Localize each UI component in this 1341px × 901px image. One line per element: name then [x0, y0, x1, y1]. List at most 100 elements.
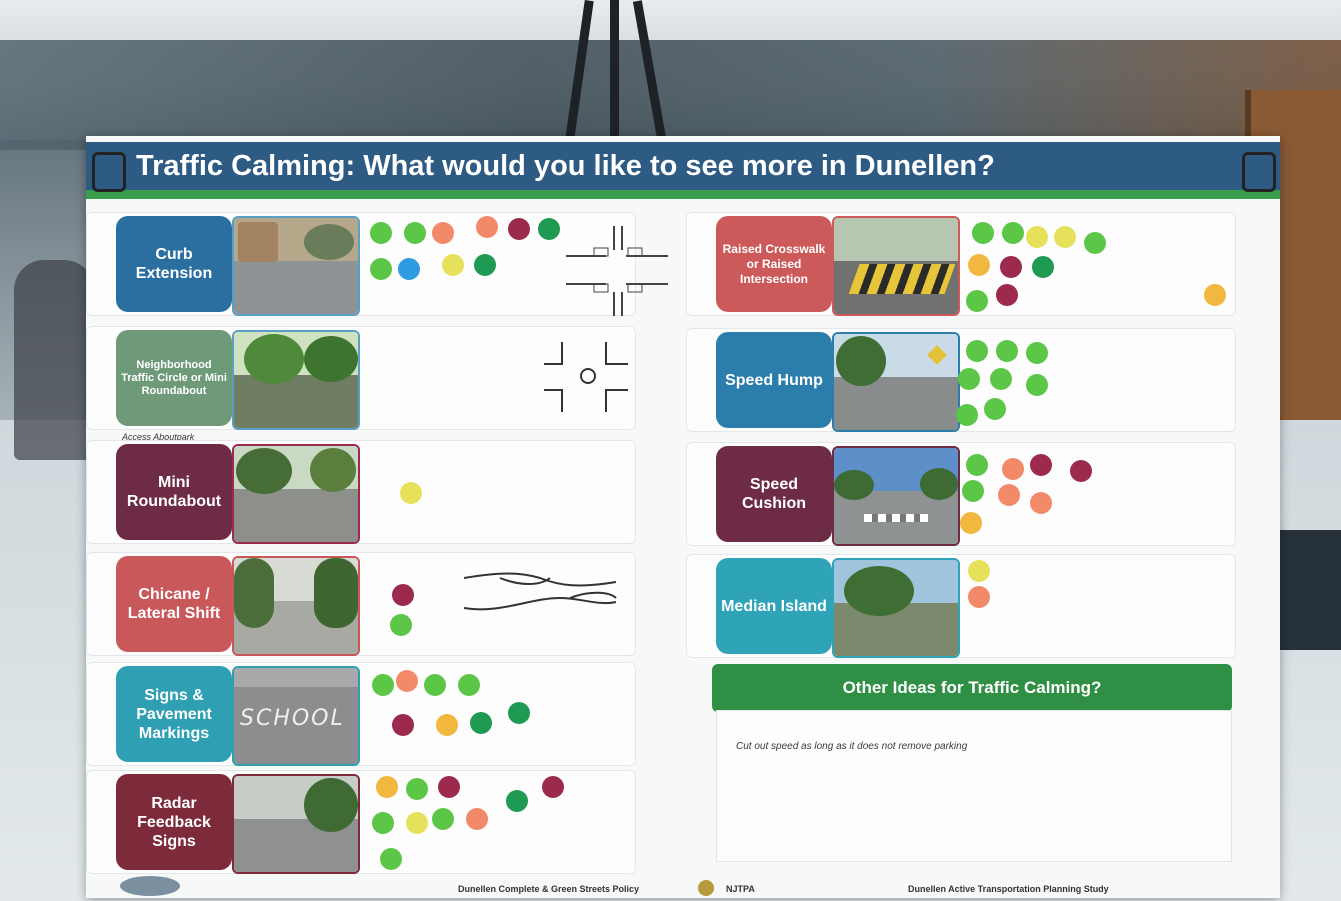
option-photo	[832, 332, 960, 432]
vote-sticker-dot	[406, 812, 428, 834]
vote-sticker-dot	[1026, 226, 1048, 248]
gold-seal-icon	[698, 880, 714, 896]
poster-board: Traffic Calming: What would you like to …	[86, 136, 1280, 898]
vote-sticker-dot	[392, 584, 414, 606]
vote-sticker-dot	[966, 340, 988, 362]
footer-study-text: Dunellen Active Transportation Planning …	[908, 884, 1109, 894]
roundabout-sketch	[544, 342, 628, 412]
option-label: Median Island	[716, 558, 832, 654]
vote-sticker-dot	[1204, 284, 1226, 306]
other-ideas-writing-area	[716, 710, 1232, 862]
vote-sticker-dot	[1030, 492, 1052, 514]
vote-sticker-dot	[996, 340, 1018, 362]
option-photo	[832, 558, 960, 658]
vote-sticker-dot	[1032, 256, 1054, 278]
person-silhouette	[14, 260, 94, 460]
vote-sticker-dot	[400, 482, 422, 504]
vote-sticker-dot	[990, 368, 1012, 390]
option-label: Neighborhood Traffic Circle or Mini Roun…	[116, 330, 232, 426]
njtpa-logo: NJTPA	[726, 884, 755, 894]
vote-sticker-dot	[372, 812, 394, 834]
option-label: Curb Extension	[116, 216, 232, 312]
vote-sticker-dot	[958, 368, 980, 390]
board-title: Traffic Calming: What would you like to …	[136, 150, 995, 182]
vote-sticker-dot	[466, 808, 488, 830]
handwritten-note: Access Aboutpark	[122, 432, 195, 442]
other-ideas-header: Other Ideas for Traffic Calming?	[712, 664, 1232, 712]
vote-sticker-dot	[996, 284, 1018, 306]
vote-sticker-dot	[442, 254, 464, 276]
board-header: Traffic Calming: What would you like to …	[86, 142, 1280, 199]
option-label: Speed Cushion	[716, 446, 832, 542]
vote-sticker-dot	[1026, 374, 1048, 396]
room-wall	[0, 40, 1341, 150]
option-label: Signs & Pavement Markings	[116, 666, 232, 762]
option-photo	[232, 444, 360, 544]
vote-sticker-dot	[1030, 454, 1052, 476]
option-photo	[232, 330, 360, 430]
option-photo	[832, 216, 960, 316]
vote-sticker-dot	[372, 674, 394, 696]
vote-sticker-dot	[1084, 232, 1106, 254]
vote-sticker-dot	[1070, 460, 1092, 482]
vote-sticker-dot	[438, 776, 460, 798]
vote-sticker-dot	[966, 454, 988, 476]
vote-sticker-dot	[470, 712, 492, 734]
curb-extension-sketch	[566, 226, 668, 316]
vote-sticker-dot	[968, 254, 990, 276]
vote-sticker-dot	[370, 222, 392, 244]
footer-policy-text: Dunellen Complete & Green Streets Policy	[458, 884, 640, 894]
option-label: Radar Feedback Signs	[116, 774, 232, 870]
vote-sticker-dot	[1002, 222, 1024, 244]
vote-sticker-dot	[370, 258, 392, 280]
option-label: Speed Hump	[716, 332, 832, 428]
vote-sticker-dot	[962, 480, 984, 502]
vote-sticker-dot	[404, 222, 426, 244]
vote-sticker-dot	[1002, 458, 1024, 480]
vote-sticker-dot	[432, 808, 454, 830]
vote-sticker-dot	[542, 776, 564, 798]
vote-sticker-dot	[380, 848, 402, 870]
chicane-sketch	[463, 572, 617, 611]
vote-sticker-dot	[1000, 256, 1022, 278]
option-photo	[232, 216, 360, 316]
vote-sticker-dot	[968, 560, 990, 582]
option-label: Chicane / Lateral Shift	[116, 556, 232, 652]
vote-sticker-dot	[508, 702, 530, 724]
vote-sticker-dot	[406, 778, 428, 800]
vote-sticker-dot	[424, 674, 446, 696]
easel-leg	[610, 0, 619, 140]
vote-sticker-dot	[458, 674, 480, 696]
vote-sticker-dot	[436, 714, 458, 736]
handwritten-comment: Cut out speed as long as it does not rem…	[736, 741, 968, 752]
vote-sticker-dot	[506, 790, 528, 812]
vote-sticker-dot	[432, 222, 454, 244]
vote-sticker-dot	[390, 614, 412, 636]
option-photo	[832, 446, 960, 546]
vote-sticker-dot	[968, 586, 990, 608]
vote-sticker-dot	[474, 254, 496, 276]
vote-sticker-dot	[398, 258, 420, 280]
option-photo	[232, 774, 360, 874]
vote-sticker-dot	[966, 290, 988, 312]
binder-clip-icon	[1242, 152, 1276, 192]
vote-sticker-dot	[376, 776, 398, 798]
option-label: Mini Roundabout	[116, 444, 232, 540]
vote-sticker-dot	[972, 222, 994, 244]
vote-sticker-dot	[392, 714, 414, 736]
vote-sticker-dot	[476, 216, 498, 238]
vote-sticker-dot	[984, 398, 1006, 420]
vote-sticker-dot	[1054, 226, 1076, 248]
vote-sticker-dot	[1026, 342, 1048, 364]
binder-clip-icon	[92, 152, 126, 192]
vote-sticker-dot	[508, 218, 530, 240]
vote-sticker-dot	[956, 404, 978, 426]
vote-sticker-dot	[396, 670, 418, 692]
vote-sticker-dot	[998, 484, 1020, 506]
dunellen-seal-icon	[120, 876, 180, 896]
option-photo: SCHOOL	[232, 666, 360, 766]
vote-sticker-dot	[538, 218, 560, 240]
option-label: Raised Crosswalk or Raised Intersection	[716, 216, 832, 312]
vote-sticker-dot	[960, 512, 982, 534]
option-photo	[232, 556, 360, 656]
